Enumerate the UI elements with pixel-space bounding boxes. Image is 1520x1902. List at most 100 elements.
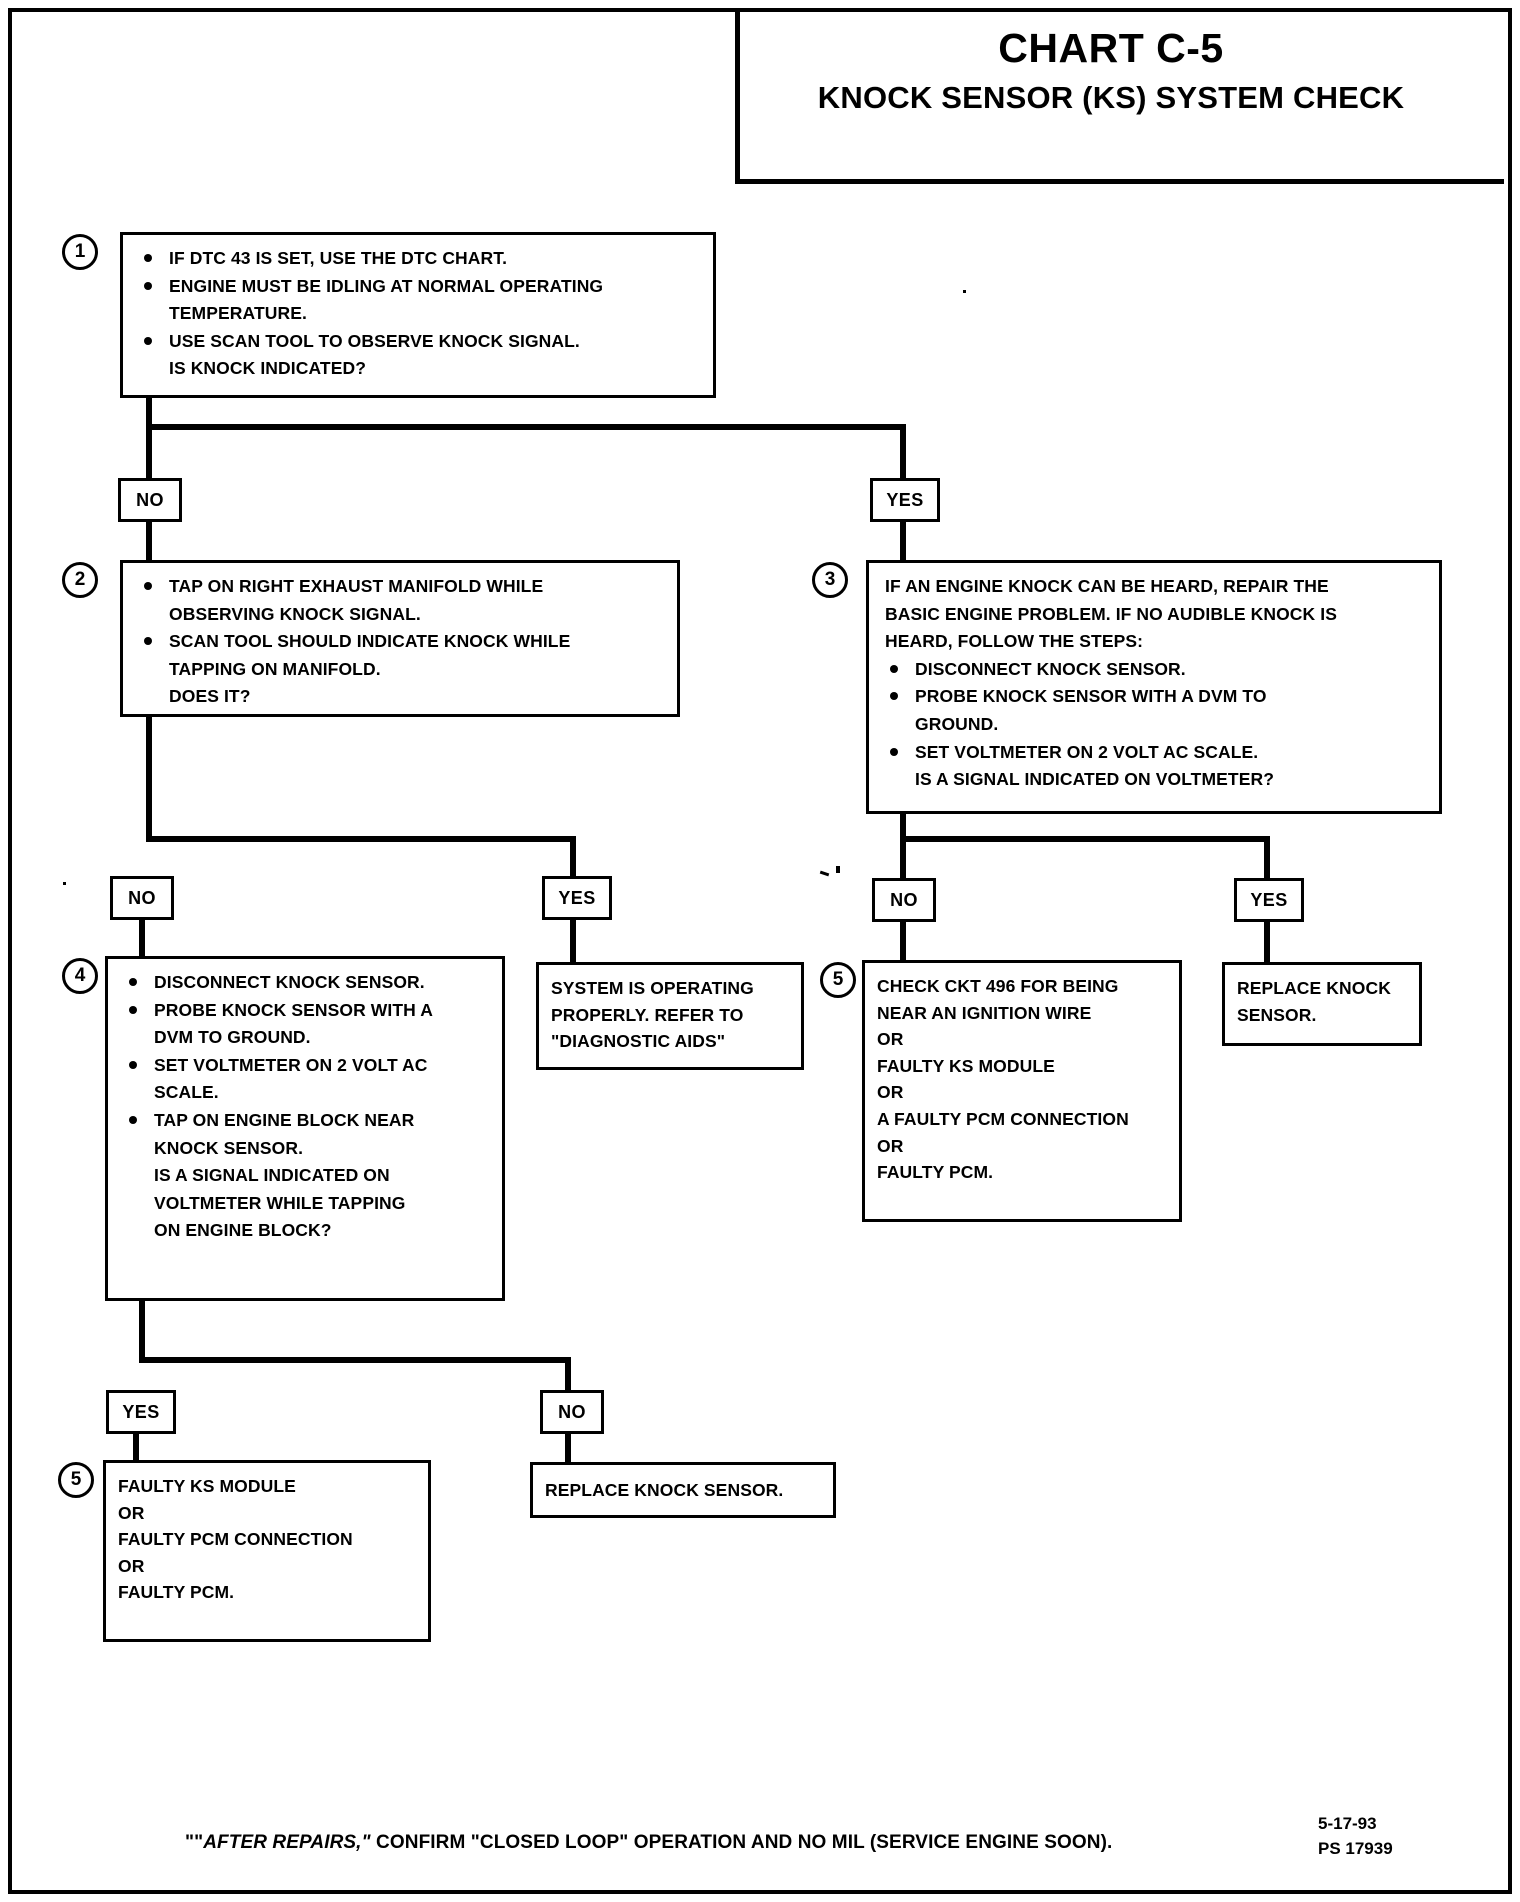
list-item: DISCONNECT KNOCK SENSOR.	[881, 656, 1427, 683]
terminal-line: PROPERLY. REFER TO	[551, 1004, 744, 1025]
footer-date: 5-17-93	[1318, 1814, 1377, 1833]
step-3-list: IF AN ENGINE KNOCK CAN BE HEARD, REPAIR …	[881, 573, 1427, 793]
step-5-bottom-box: FAULTY KS MODULE OR FAULTY PCM CONNECTIO…	[103, 1460, 431, 1642]
list-item: SET VOLTMETER ON 2 VOLT AC SCALE.	[881, 739, 1427, 766]
list-item: FAULTY KS MODULE	[118, 1476, 296, 1496]
scan-speck	[963, 290, 966, 293]
connector-line	[1264, 836, 1270, 882]
connector-line	[146, 836, 576, 842]
decision-tag-no-4: NO	[540, 1390, 604, 1434]
connector-line	[900, 814, 906, 840]
decision-tag-no-1: NO	[118, 478, 182, 522]
connector-line	[900, 836, 1270, 842]
list-item: HEARD, FOLLOW THE STEPS:	[885, 631, 1144, 652]
list-item: A FAULTY PCM CONNECTION	[877, 1108, 1129, 1129]
step-4-list: DISCONNECT KNOCK SENSOR. PROBE KNOCK SEN…	[120, 969, 490, 1244]
list-item: NEAR AN IGNITION WIRE	[877, 1002, 1092, 1023]
list-item: FAULTY PCM.	[877, 1162, 994, 1183]
step-number-1: 1	[62, 234, 98, 270]
footer-note-italic: AFTER REPAIRS,"	[203, 1832, 371, 1853]
list-item: TAP ON ENGINE BLOCK NEAR	[120, 1107, 490, 1134]
list-item: OR	[877, 1135, 904, 1156]
step-number-5-bottom: 5	[58, 1462, 94, 1498]
list-item: SCALE.	[154, 1082, 219, 1103]
connector-line	[565, 1357, 571, 1397]
decision-tag-no-3: NO	[872, 878, 936, 922]
list-item: FAULTY PCM.	[118, 1582, 235, 1603]
list-item: TAPPING ON MANIFOLD.	[169, 658, 381, 679]
list-item: IF AN ENGINE KNOCK CAN BE HEARD, REPAIR …	[885, 576, 1329, 596]
step-number-2: 2	[62, 562, 98, 598]
terminal-replace-sensor-right: REPLACE KNOCK SENSOR.	[1222, 962, 1422, 1046]
step-5-right-box: CHECK CKT 496 FOR BEING NEAR AN IGNITION…	[862, 960, 1182, 1222]
list-item: PROBE KNOCK SENSOR WITH A DVM TO	[881, 683, 1427, 710]
connector-line	[146, 717, 152, 837]
list-item: KNOCK SENSOR.	[154, 1137, 304, 1158]
page-border	[8, 8, 1512, 1894]
terminal-line: SENSOR.	[1237, 1004, 1317, 1025]
step-4-box: DISCONNECT KNOCK SENSOR. PROBE KNOCK SEN…	[105, 956, 505, 1301]
list-item: FAULTY PCM CONNECTION	[118, 1529, 353, 1550]
step-2-list: TAP ON RIGHT EXHAUST MANIFOLD WHILE OBSE…	[135, 573, 665, 710]
step-2-box: TAP ON RIGHT EXHAUST MANIFOLD WHILE OBSE…	[120, 560, 680, 717]
decision-tag-yes-4: YES	[106, 1390, 176, 1434]
connector-line	[139, 1357, 571, 1363]
list-item: CHECK CKT 496 FOR BEING	[877, 976, 1119, 996]
connector-line	[133, 1434, 139, 1476]
terminal-line: REPLACE KNOCK	[1237, 978, 1391, 998]
connector-line	[900, 836, 906, 882]
list-item: OBSERVING KNOCK SIGNAL.	[169, 603, 421, 624]
connector-line	[570, 836, 576, 882]
list-item: IS KNOCK INDICATED?	[169, 358, 366, 379]
list-item: OR	[877, 1082, 904, 1103]
footer-doc-code: PS 17939	[1318, 1838, 1393, 1858]
decision-tag-yes-2: YES	[542, 876, 612, 920]
decision-tag-yes-3: YES	[1234, 878, 1304, 922]
footer-code: 5-17-93 PS 17939	[1318, 1812, 1393, 1861]
list-item: IF DTC 43 IS SET, USE THE DTC CHART.	[135, 245, 701, 272]
list-item: DVM TO GROUND.	[154, 1027, 311, 1048]
list-item: SET VOLTMETER ON 2 VOLT AC	[120, 1052, 490, 1079]
connector-line	[900, 522, 906, 566]
list-item: TEMPERATURE.	[169, 303, 307, 324]
list-item: ON ENGINE BLOCK?	[154, 1220, 332, 1241]
list-item: FAULTY KS MODULE	[877, 1055, 1055, 1076]
connector-line	[565, 1434, 571, 1476]
list-item: VOLTMETER WHILE TAPPING	[154, 1192, 406, 1213]
title-block: CHART C-5 KNOCK SENSOR (KS) SYSTEM CHECK	[735, 12, 1504, 184]
list-item: USE SCAN TOOL TO OBSERVE KNOCK SIGNAL.	[135, 328, 701, 355]
scan-speck	[836, 866, 840, 873]
step-number-4: 4	[62, 958, 98, 994]
list-item: OR	[118, 1555, 145, 1576]
terminal-line: REPLACE KNOCK SENSOR.	[545, 1480, 784, 1500]
list-item: PROBE KNOCK SENSOR WITH A	[120, 997, 490, 1024]
scan-speck	[63, 882, 66, 885]
list-item: ENGINE MUST BE IDLING AT NORMAL OPERATIN…	[135, 273, 701, 300]
connector-line	[146, 398, 152, 430]
list-item: IS A SIGNAL INDICATED ON	[154, 1165, 390, 1186]
connector-line	[139, 1301, 145, 1363]
chart-title: KNOCK SENSOR (KS) SYSTEM CHECK	[817, 79, 1405, 115]
decision-tag-yes-1: YES	[870, 478, 940, 522]
list-item: DOES IT?	[169, 686, 251, 707]
footer-note-rest: CONFIRM "CLOSED LOOP" OPERATION AND NO M…	[370, 1832, 1113, 1853]
list-item: GROUND.	[915, 713, 999, 734]
terminal-replace-sensor-bottom: REPLACE KNOCK SENSOR.	[530, 1462, 836, 1518]
connector-line	[146, 424, 906, 430]
list-item: DISCONNECT KNOCK SENSOR.	[120, 969, 490, 996]
terminal-line: "DIAGNOSTIC AIDS"	[551, 1031, 726, 1052]
step-number-5-right: 5	[820, 962, 856, 998]
connector-line	[900, 424, 906, 478]
footer-note-prefix: ""	[185, 1832, 204, 1853]
step-1-box: IF DTC 43 IS SET, USE THE DTC CHART. ENG…	[120, 232, 716, 398]
connector-line	[139, 920, 145, 962]
step-3-box: IF AN ENGINE KNOCK CAN BE HEARD, REPAIR …	[866, 560, 1442, 814]
terminal-line: SYSTEM IS OPERATING	[551, 978, 754, 998]
footer-note: ""AFTER REPAIRS," CONFIRM "CLOSED LOOP" …	[185, 1832, 1205, 1854]
connector-line	[1264, 922, 1270, 964]
connector-line	[570, 920, 576, 962]
list-item: SCAN TOOL SHOULD INDICATE KNOCK WHILE	[135, 628, 665, 655]
step-1-list: IF DTC 43 IS SET, USE THE DTC CHART. ENG…	[135, 245, 701, 382]
chart-id: CHART C-5	[998, 25, 1224, 71]
